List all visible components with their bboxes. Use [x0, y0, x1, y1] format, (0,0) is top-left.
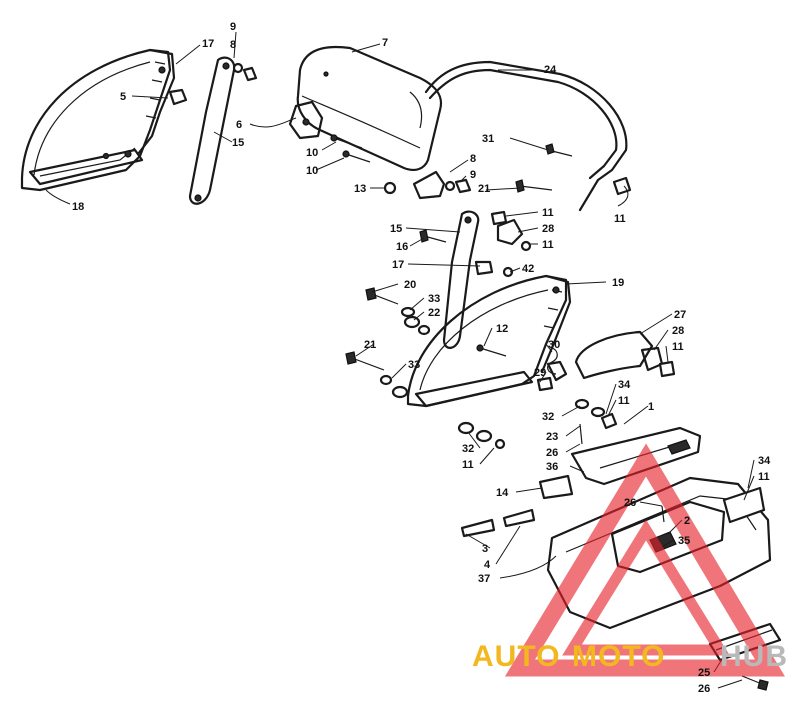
callout-5: 5: [120, 91, 126, 103]
callout-42: 42: [522, 263, 534, 275]
callout-13: 13: [354, 183, 366, 195]
callout-4: 4: [484, 559, 491, 571]
callout-9: 9: [470, 169, 476, 181]
callout-21: 21: [478, 183, 490, 195]
callout-7: 7: [382, 37, 388, 49]
grab-bar: [424, 60, 628, 212]
callout-11: 11: [462, 459, 474, 471]
callout-3: 3: [482, 543, 488, 555]
callout-20: 20: [404, 279, 416, 291]
watermark-text-b: MOTO: [572, 640, 665, 673]
callout-36: 36: [546, 461, 558, 473]
callout-23: 23: [546, 431, 558, 443]
pin-part: [242, 66, 258, 82]
callout-27: 27: [674, 309, 686, 321]
callout-10: 10: [306, 147, 318, 159]
callout-30: 30: [548, 339, 560, 351]
callout-11: 11: [614, 213, 626, 225]
callout-34: 34: [758, 455, 771, 467]
watermark-wordmark: AUTO MOTO HUB: [472, 640, 788, 673]
callout-29: 29: [534, 367, 546, 379]
seat-bracket: [288, 100, 324, 140]
warning-triangle-icon: [504, 443, 785, 677]
callout-25: 25: [698, 667, 710, 679]
washer-part: [232, 62, 244, 74]
callout-26: 26: [624, 497, 636, 509]
callout-labels: 9 8 17 7 24 5 6 15 10 10 31 8 9 13 21 18…: [72, 21, 771, 695]
callout-19: 19: [612, 277, 624, 289]
callout-26: 26: [698, 683, 710, 695]
callout-18: 18: [72, 201, 84, 213]
callout-9: 9: [230, 21, 236, 33]
callout-15: 15: [390, 223, 402, 235]
callout-24: 24: [544, 64, 557, 76]
callout-32: 32: [542, 411, 554, 423]
top-trim: [570, 426, 702, 486]
callout-14: 14: [496, 487, 509, 499]
watermark-text-c: HUB: [720, 640, 788, 673]
callout-31: 31: [482, 133, 494, 145]
callout-34: 34: [618, 379, 631, 391]
callout-8: 8: [470, 153, 476, 165]
callout-10: 10: [306, 165, 318, 177]
arm-left: [188, 56, 236, 205]
watermark-text-a: AUTO: [472, 640, 560, 673]
callout-15: 15: [232, 137, 244, 149]
callout-33: 33: [428, 293, 440, 305]
spacer-part: [168, 88, 188, 106]
callout-11: 11: [758, 471, 770, 483]
arm-right: [442, 210, 480, 349]
callout-1: 1: [648, 401, 654, 413]
callout-11: 11: [542, 207, 554, 219]
watermark-logo: [504, 443, 785, 677]
callout-11: 11: [618, 395, 630, 407]
callout-11: 11: [542, 239, 554, 251]
hinge-bracket: [412, 170, 446, 200]
callout-26: 26: [546, 447, 558, 459]
callout-12: 12: [496, 323, 508, 335]
callout-2: 2: [684, 515, 690, 527]
callout-6: 6: [236, 119, 242, 131]
bolt-set-upper: [330, 134, 397, 195]
callout-28: 28: [542, 223, 554, 235]
callout-32: 32: [462, 443, 474, 455]
callout-8: 8: [230, 39, 236, 51]
callout-22: 22: [428, 307, 440, 319]
seat-back-cushion: [296, 45, 443, 171]
callout-17: 17: [392, 259, 404, 271]
frame-right: [406, 274, 572, 408]
callout-35: 35: [678, 535, 690, 547]
callout-33: 33: [408, 359, 420, 371]
end-cap: [574, 330, 654, 380]
callout-16: 16: [396, 241, 408, 253]
callout-28: 28: [672, 325, 684, 337]
callout-37: 37: [478, 573, 490, 585]
callout-21: 21: [364, 339, 376, 351]
callout-17: 17: [202, 38, 214, 50]
callout-11: 11: [672, 341, 684, 353]
frame-left: [20, 48, 176, 192]
